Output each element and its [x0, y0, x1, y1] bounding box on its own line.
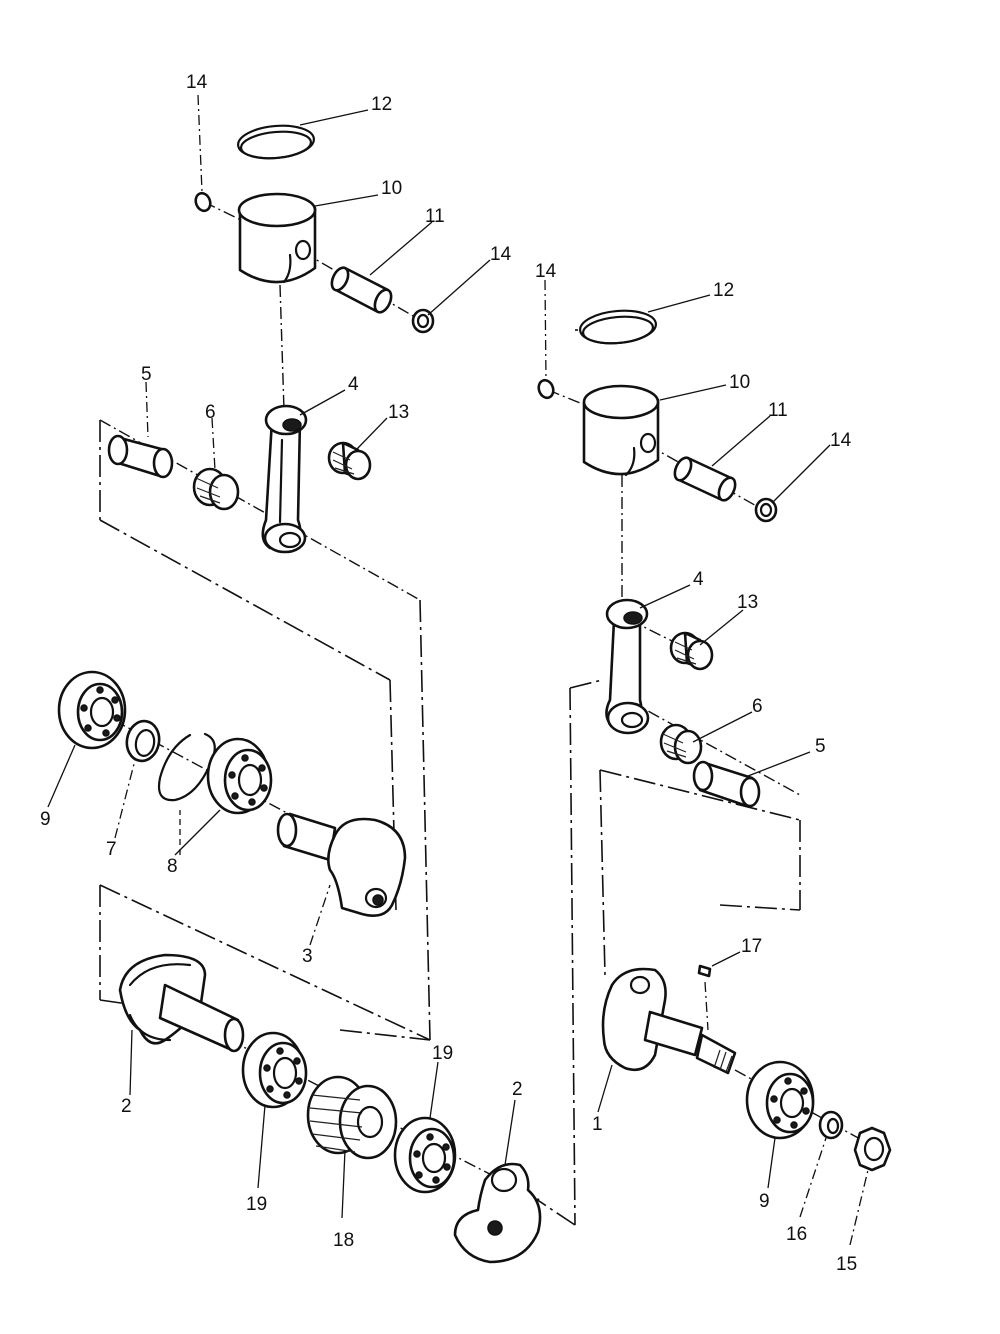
callout-9: 9	[40, 809, 51, 830]
callout-4: 4	[693, 569, 704, 590]
callout-5: 5	[815, 736, 826, 757]
needle-bearing-right-small-end	[669, 631, 714, 671]
callout-18: 18	[333, 1230, 354, 1251]
callout-9: 9	[759, 1191, 770, 1212]
ball-bearing-9-right	[745, 1060, 815, 1140]
ball-bearing-8	[206, 737, 273, 815]
callout-7: 7	[106, 839, 117, 860]
piston-left	[237, 192, 317, 284]
crankshaft-2-left-flywheel	[118, 953, 245, 1053]
connecting-rod-left	[261, 404, 308, 554]
callout-14: 14	[830, 430, 852, 451]
circlip-left-a	[194, 191, 212, 213]
callout-15: 15	[836, 1254, 857, 1275]
needle-bearing-left-big-end	[192, 467, 240, 511]
ball-bearing-9-left	[57, 670, 127, 750]
callout-8: 8	[167, 856, 178, 877]
piston-ring-left	[237, 124, 315, 160]
callout-labels: 14 12 10 11 14 14 12 10 11 14 5 6 4 13 4…	[40, 72, 857, 1275]
piston-right	[582, 384, 660, 477]
callout-16: 16	[786, 1224, 807, 1245]
callout-14: 14	[490, 244, 512, 265]
woodruff-key-17	[697, 964, 712, 978]
labyrinth-seal-18	[306, 1075, 398, 1160]
callout-13: 13	[737, 592, 758, 613]
crankshaft-1	[601, 967, 737, 1075]
crank-pin-right	[692, 760, 761, 808]
callout-2: 2	[121, 1096, 132, 1117]
callout-14: 14	[535, 261, 557, 282]
callout-14: 14	[186, 72, 208, 93]
callout-2: 2	[512, 1079, 523, 1100]
circlip-right-b	[754, 497, 778, 523]
needle-bearing-left-small-end	[327, 441, 372, 481]
callout-10: 10	[381, 178, 402, 199]
callout-11: 11	[768, 400, 788, 421]
piston-pin-left	[330, 266, 393, 314]
callout-19: 19	[246, 1194, 267, 1215]
callout-19: 19	[432, 1043, 453, 1064]
callout-12: 12	[371, 94, 392, 115]
callout-13: 13	[388, 402, 409, 423]
nut-15	[853, 1126, 892, 1172]
connecting-rod-right	[605, 598, 650, 735]
callout-17: 17	[741, 936, 762, 957]
circlip-right-a	[537, 378, 555, 400]
callout-1: 1	[592, 1114, 603, 1135]
callout-6: 6	[205, 402, 216, 423]
callout-5: 5	[141, 364, 152, 385]
ball-bearing-19-left	[241, 1031, 308, 1109]
callout-6: 6	[752, 696, 763, 717]
callout-3: 3	[302, 946, 313, 967]
crankshaft-2-right-web	[453, 1162, 542, 1264]
callout-11: 11	[425, 206, 445, 227]
retaining-ring	[157, 732, 216, 802]
piston-ring-right	[579, 309, 657, 345]
callout-10: 10	[729, 372, 750, 393]
callout-4: 4	[348, 374, 359, 395]
callout-12: 12	[713, 280, 734, 301]
needle-bearing-right-big-end	[659, 723, 703, 765]
circlip-left-b	[411, 308, 435, 334]
ball-bearing-19-right	[393, 1116, 457, 1194]
crank-pin-left	[107, 434, 174, 479]
crankshaft-3	[276, 812, 407, 917]
piston-pin-right	[673, 456, 737, 502]
washer-7	[125, 719, 161, 763]
lock-washer-16	[818, 1110, 844, 1140]
leader-lines	[47, 94, 869, 1246]
